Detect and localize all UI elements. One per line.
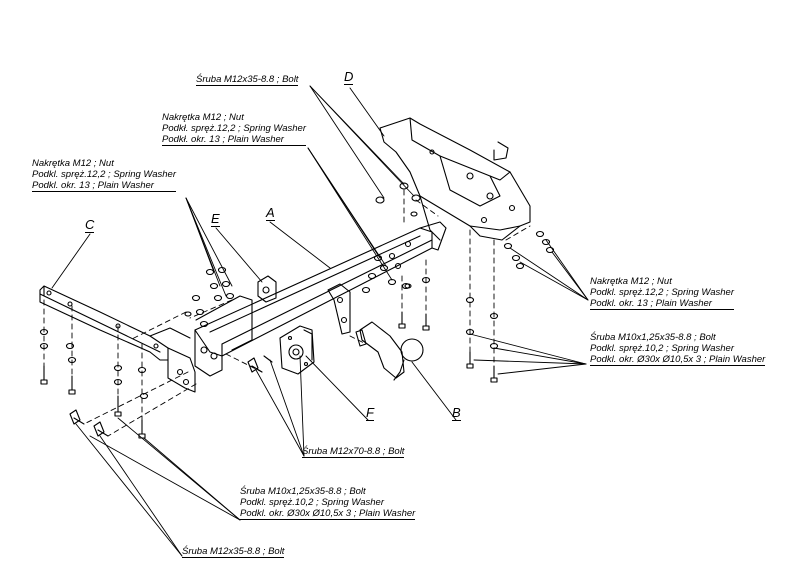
label-line: Podkł. spręż.12,2 ; Spring Washer [162, 123, 306, 134]
label-line: Podkl. okr. 13 ; Plain Washer [32, 180, 176, 192]
label-line: Podkl. spręż.10,2 ; Spring Washer [590, 343, 734, 354]
fasteners-drawing [39, 182, 555, 400]
label-bolt-m12x70: Śruba M12x70-8.8 ; Bolt [302, 446, 405, 458]
label-line: Podkł. okr. 13 ; Plain Washer [162, 134, 306, 146]
label-line: Nakrętka M12 ; Nut [162, 112, 244, 123]
label-bolt-m12x35-bottom: Śruba M12x35-8.8 ; Bolt [182, 546, 285, 558]
bracket-c-drawing [39, 285, 196, 393]
part-label-c: C [85, 217, 95, 233]
part-label-a: A [266, 205, 275, 221]
label-line: Podkl. spręż.12,2 ; Spring Washer [32, 169, 176, 180]
label-bolt-m10-right: Śruba M10x1,25x35-8.8 ; Bolt Podkl. sprę… [590, 332, 766, 366]
label-bolt-m12x35-top: Śruba M12x35-8.8 ; Bolt [196, 74, 299, 86]
clamp-e-drawing [257, 275, 277, 303]
label-bolt-m10-bottom: Śruba M10x1,25x35-8.8 ; Bolt Podkl. sprę… [240, 486, 416, 520]
part-label-f: F [366, 405, 374, 421]
crossbar-a-drawing [194, 221, 447, 377]
leader-lines [51, 85, 589, 557]
bolts-drawing [40, 311, 498, 439]
label-line: Podkl. okr. Ø30x Ø10,5x 3 ; Plain Washer [590, 354, 766, 366]
bracket-d-drawing [379, 117, 531, 241]
socket-plate-f-drawing [279, 325, 315, 375]
label-line: Podkl. okr. Ø30x Ø10,5x 3 ; Plain Washer [240, 508, 416, 520]
label-line: Podkl. spręż.10,2 ; Spring Washer [240, 497, 384, 508]
part-label-e: E [211, 211, 220, 227]
label-line: Nakrętka M12 ; Nut [590, 276, 672, 287]
part-label-b: B [452, 405, 461, 421]
label-nut-group-right: Nakrętka M12 ; Nut Podkl. spręż.12,2 ; S… [590, 276, 734, 310]
label-nut-group-left: Nakrętka M12 ; Nut Podkl. spręż.12,2 ; S… [32, 158, 176, 192]
ball-neck-b-drawing [355, 321, 424, 381]
label-line: Śruba M10x1,25x35-8.8 ; Bolt [590, 332, 716, 343]
label-nut-group-center: Nakrętka M12 ; Nut Podkł. spręż.12,2 ; S… [162, 112, 306, 146]
label-line: Podkl. spręż.12,2 ; Spring Washer [590, 287, 734, 298]
label-line: Śruba M10x1,25x35-8.8 ; Bolt [240, 486, 366, 497]
label-line: Podkl. okr. 13 ; Plain Washer [590, 298, 734, 310]
assembly-dashed-lines [43, 189, 531, 437]
label-line: Nakrętka M12 ; Nut [32, 158, 114, 169]
part-label-d: D [344, 69, 354, 85]
